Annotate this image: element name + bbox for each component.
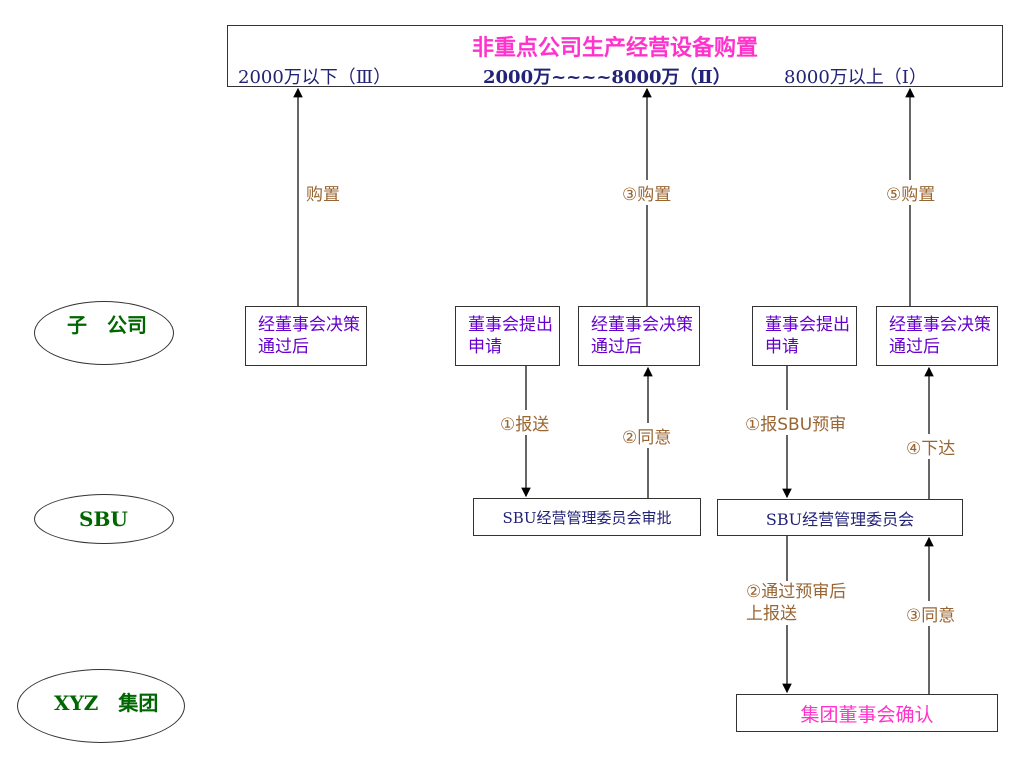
label-agree-2: ②同意 <box>622 423 672 448</box>
label-agree-3: ③同意 <box>906 601 956 626</box>
group-confirm-box: 集团董事会确认 <box>736 694 998 732</box>
range-low: 2000万以下（Ⅲ） <box>238 67 392 88</box>
level-subsidiary-label: 子 公司 <box>67 313 147 337</box>
label-purchase-1: 购置 <box>306 180 340 205</box>
label-submit-2: ①报送 <box>500 410 550 435</box>
label-submit-3: ①报SBU预审 <box>745 410 847 435</box>
label-purchase-3: ⑤购置 <box>886 180 936 205</box>
board-pass-box-3: 经董事会决策通过后 <box>876 306 998 366</box>
diagram-title: 非重点公司生产经营设备购置 <box>471 36 758 61</box>
range-mid: 2000万~~~~8000万（Ⅱ） <box>483 67 731 88</box>
label-issue-3: ④下达 <box>906 434 956 459</box>
level-group-label: XYZ 集团 <box>54 691 159 715</box>
board-propose-box-2: 董事会提出申请 <box>455 306 560 366</box>
board-propose-box-3: 董事会提出申请 <box>752 306 857 366</box>
label-purchase-2: ③购置 <box>622 180 672 205</box>
level-sbu: SBU <box>34 494 174 544</box>
board-pass-box-1: 经董事会决策通过后 <box>245 306 367 366</box>
range-high: 8000万以上（Ⅰ） <box>784 67 927 88</box>
purchase-category-box: 非重点公司生产经营设备购置 2000万以下（Ⅲ） 2000万~~~~8000万（… <box>227 25 1003 88</box>
level-group: XYZ 集团 <box>17 669 185 743</box>
level-subsidiary: 子 公司 <box>34 301 174 365</box>
board-pass-box-2: 经董事会决策通过后 <box>578 306 700 366</box>
sbu-approval-box: SBU经营管理委员会审批 <box>473 498 701 536</box>
sbu-committee-box: SBU经营管理委员会 <box>717 499 963 536</box>
level-sbu-label: SBU <box>79 507 128 531</box>
label-pass-submit-3: ②通过预审后上报送 <box>746 581 858 625</box>
